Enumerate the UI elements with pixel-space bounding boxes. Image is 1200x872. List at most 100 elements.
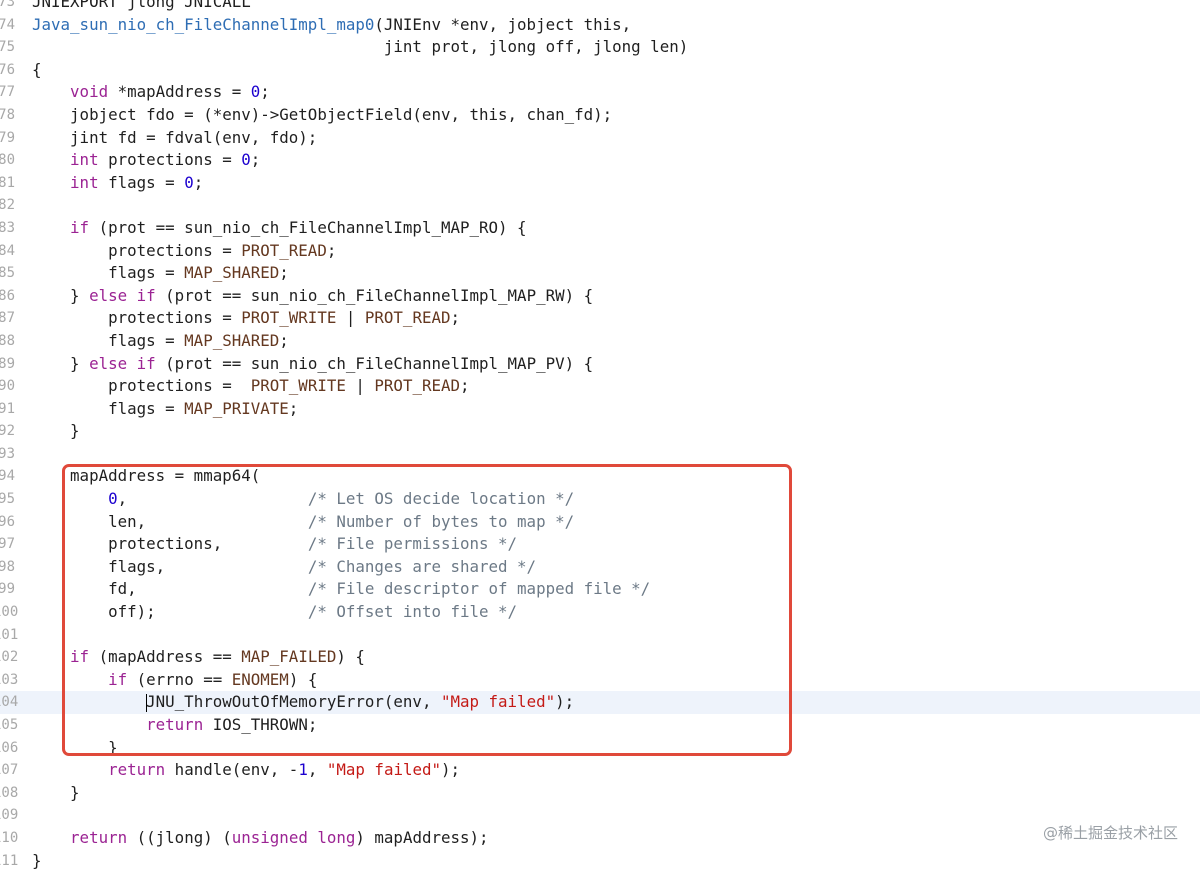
code-line[interactable]: 97 protections, /* File permissions */ (0, 533, 1200, 556)
code-line[interactable]: 78 jobject fdo = (*env)->GetObjectField(… (0, 104, 1200, 127)
code-text: flags = MAP_PRIVATE; (32, 398, 298, 421)
code-line[interactable]: 73 JNIEXPORT jlong JNICALL (0, 0, 1200, 14)
code-line[interactable]: 94 mapAddress = mmap64( (0, 465, 1200, 488)
code-text: int protections = 0; (32, 149, 260, 172)
code-text: off); /* Offset into file */ (32, 601, 517, 624)
line-number: 91 (0, 400, 15, 417)
code-token: jint fd = fdval(env, fdo); (32, 127, 318, 147)
code-line[interactable]: 93 (0, 443, 1200, 466)
code-line[interactable]: 77 void *mapAddress = 0; (0, 81, 1200, 104)
code-token: void (70, 82, 109, 102)
code-line[interactable]: 90 protections = PROT_WRITE | PROT_READ; (0, 375, 1200, 398)
code-text: Java_sun_nio_ch_FileChannelImpl_map0(JNI… (32, 14, 631, 37)
code-line[interactable]: 83 if (prot == sun_nio_ch_FileChannelImp… (0, 217, 1200, 240)
code-token: ; (326, 240, 337, 260)
code-token: | (345, 376, 375, 396)
code-token: protections = (98, 150, 242, 170)
code-token: unsigned long (231, 827, 356, 847)
code-line[interactable]: 88 flags = MAP_SHARED; (0, 330, 1200, 353)
code-text: jobject fdo = (*env)->GetObjectField(env… (32, 104, 612, 127)
code-line[interactable]: 85 flags = MAP_SHARED; (0, 262, 1200, 285)
code-text: JNIEXPORT jlong JNICALL (32, 0, 251, 14)
code-text: return IOS_THROWN; (32, 714, 317, 737)
line-number: 90 (0, 378, 15, 395)
code-line[interactable]: 100 off); /* Offset into file */ (0, 601, 1200, 624)
code-token: ; (450, 308, 461, 328)
code-token: 0 (250, 82, 261, 102)
code-line[interactable]: 91 flags = MAP_PRIVATE; (0, 398, 1200, 421)
code-line[interactable]: 89 } else if (prot == sun_nio_ch_FileCha… (0, 353, 1200, 376)
code-token (32, 218, 70, 237)
code-line[interactable]: 75 jint prot, jlong off, jlong len) (0, 36, 1200, 59)
code-token: "Map failed" (440, 692, 556, 712)
code-token: if (70, 647, 90, 667)
line-number: 95 (0, 491, 15, 508)
code-line[interactable]: 101 (0, 624, 1200, 647)
code-line[interactable]: 108 } (0, 782, 1200, 805)
code-line[interactable]: 110 return ((jlong) (unsigned long) mapA… (0, 827, 1200, 850)
code-line[interactable]: 102 if (mapAddress == MAP_FAILED) { (0, 646, 1200, 669)
code-token: Java_sun_nio_ch_FileChannelImpl_map0 (32, 14, 375, 34)
line-number: 105 (0, 717, 19, 733)
code-line[interactable]: 86 } else if (prot == sun_nio_ch_FileCha… (0, 285, 1200, 308)
code-line[interactable]: 82 (0, 194, 1200, 217)
code-token: ); (555, 692, 575, 712)
line-number: 94 (0, 468, 15, 485)
code-line[interactable]: 111} (0, 850, 1200, 872)
code-text: if (prot == sun_nio_ch_FileChannelImpl_M… (32, 217, 527, 240)
code-text: } (32, 420, 80, 443)
line-number: 108 (0, 784, 19, 801)
code-line[interactable]: 76{ (0, 59, 1200, 82)
line-number: 88 (0, 332, 15, 349)
code-line[interactable]: 80 int protections = 0; (0, 149, 1200, 172)
code-token (32, 647, 70, 666)
code-token: off); (32, 602, 308, 622)
code-token: /* Changes are shared */ (307, 556, 537, 576)
code-line[interactable]: 109 (0, 804, 1200, 827)
code-text: flags, /* Changes are shared */ (32, 556, 536, 579)
code-token: protections = (32, 308, 242, 328)
code-token: ; (279, 330, 289, 350)
code-token: PROT_WRITE (241, 308, 337, 328)
code-token: return (146, 715, 204, 734)
code-text: return ((jlong) (unsigned long) mapAddre… (32, 827, 489, 850)
code-line[interactable]: 96 len, /* Number of bytes to map */ (0, 511, 1200, 534)
line-number: 97 (0, 536, 15, 553)
code-line[interactable]: 106 } (0, 737, 1200, 760)
code-token: , (117, 489, 308, 509)
code-line[interactable]: 105 return IOS_THROWN; (0, 714, 1200, 737)
code-token: ; (193, 172, 204, 192)
line-number: 107 (0, 762, 19, 779)
code-text: jint prot, jlong off, jlong len) (32, 36, 688, 59)
code-text: if (errno == ENOMEM) { (32, 669, 317, 692)
code-token: "Map failed" (326, 760, 442, 780)
code-line[interactable]: 84 protections = PROT_READ; (0, 240, 1200, 263)
code-line[interactable]: 79 jint fd = fdval(env, fdo); (0, 127, 1200, 150)
code-token: return (108, 760, 166, 780)
code-token: if (70, 217, 90, 237)
code-token (32, 828, 70, 847)
code-token: MAP_SHARED (184, 330, 280, 350)
code-token: (prot == sun_nio_ch_FileChannelImpl_MAP_… (155, 285, 594, 305)
code-token: int (70, 172, 99, 192)
code-token: len, (32, 511, 308, 531)
current-code-line[interactable]: 104 JNU_ThrowOutOfMemoryError(env, "Map … (0, 691, 1200, 714)
code-line[interactable]: 99 fd, /* File descriptor of mapped file… (0, 578, 1200, 601)
line-number: 89 (0, 355, 15, 372)
code-token: } (32, 737, 118, 757)
code-line[interactable]: 103 if (errno == ENOMEM) { (0, 669, 1200, 692)
code-line[interactable]: 92 } (0, 420, 1200, 443)
code-line[interactable]: 81 int flags = 0; (0, 172, 1200, 195)
code-line[interactable]: 98 flags, /* Changes are shared */ (0, 556, 1200, 579)
code-token: ENOMEM (231, 669, 289, 689)
line-number: 99 (0, 581, 15, 598)
code-line[interactable]: 87 protections = PROT_WRITE | PROT_READ; (0, 307, 1200, 330)
code-text: } (32, 850, 42, 872)
line-number: 73 (0, 0, 15, 10)
code-line[interactable]: 95 0, /* Let OS decide location */ (0, 488, 1200, 511)
code-token: ; (279, 263, 289, 283)
line-number: 75 (0, 39, 15, 56)
code-line[interactable]: 107 return handle(env, -1, "Map failed")… (0, 759, 1200, 782)
